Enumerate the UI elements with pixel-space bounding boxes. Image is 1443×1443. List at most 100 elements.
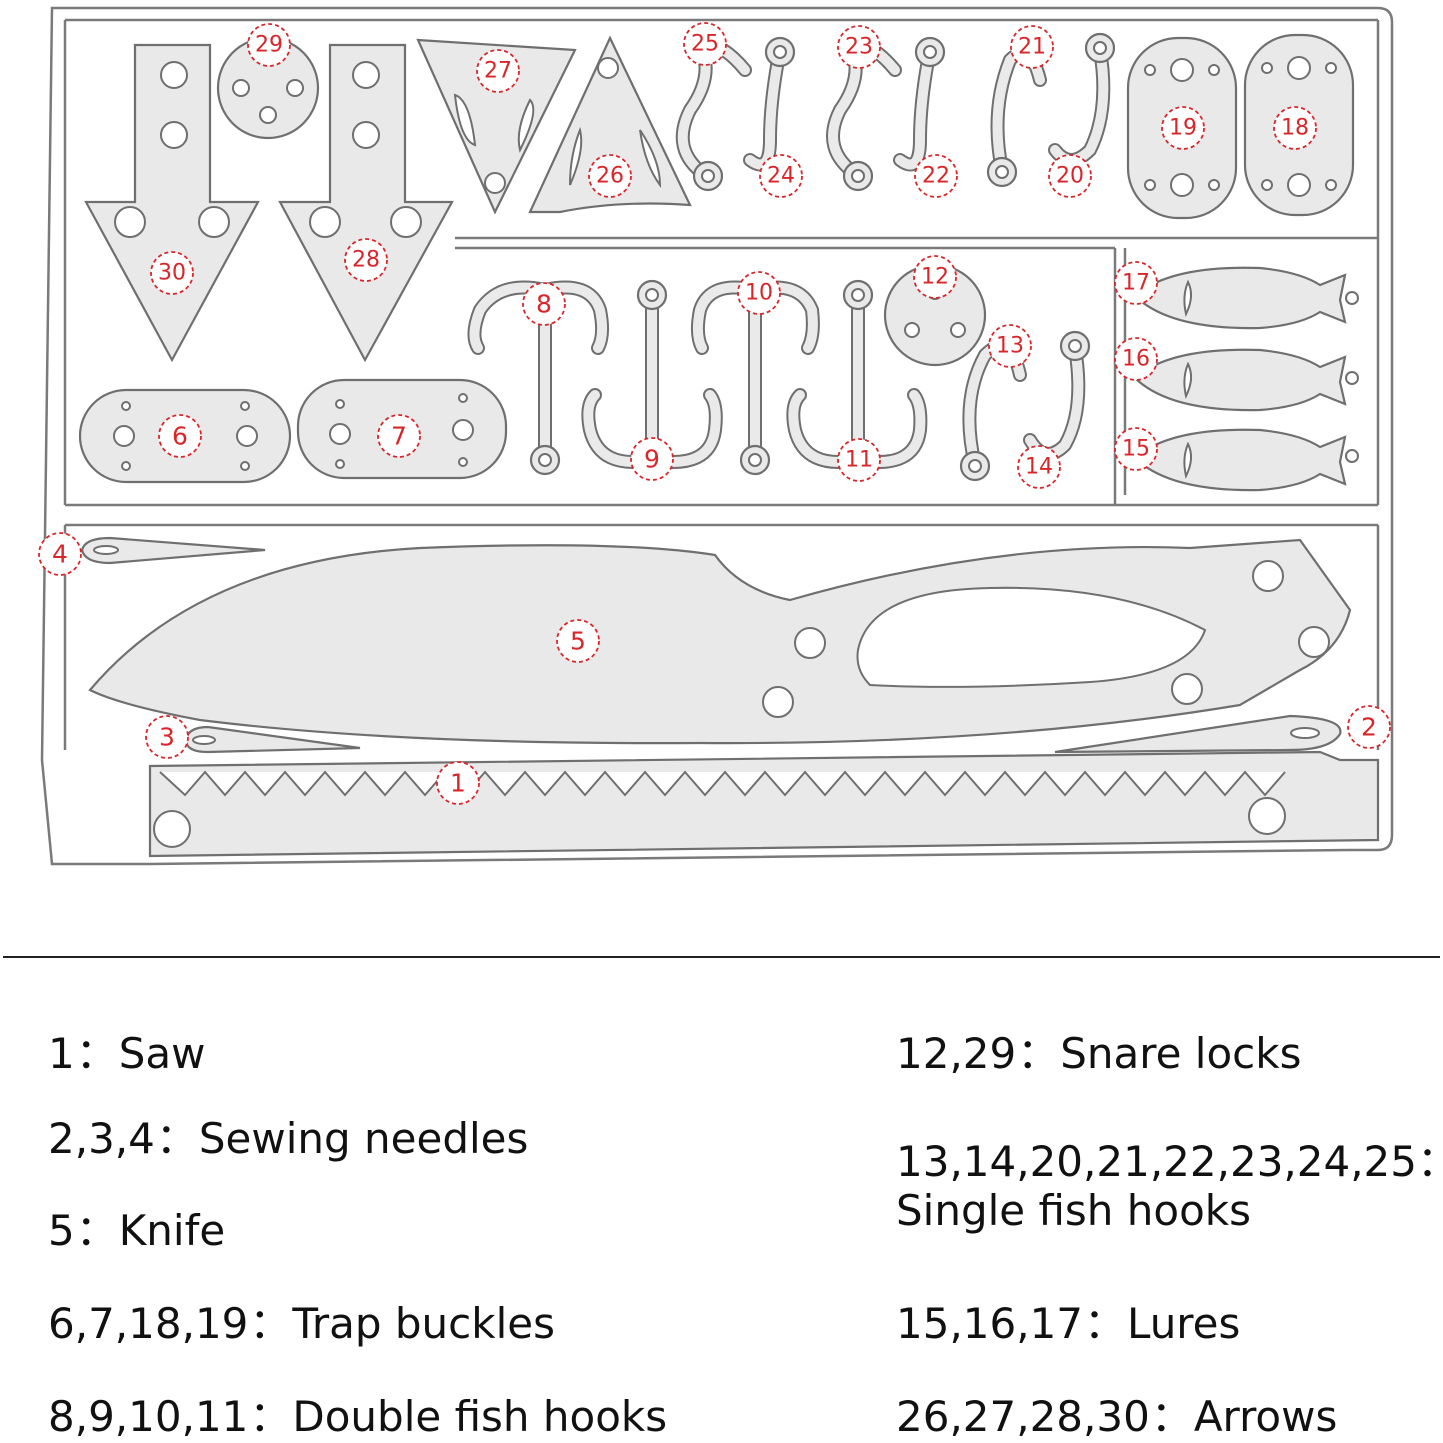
callout-number: 11 xyxy=(845,448,873,473)
callout-29: 29 xyxy=(247,23,291,67)
callout-circle xyxy=(988,324,1032,368)
callout-circle xyxy=(145,715,189,759)
legend-label: Trap buckles xyxy=(292,1299,555,1348)
callout-17: 17 xyxy=(1114,261,1158,305)
legend-label: Snare locks xyxy=(1060,1029,1302,1078)
double-hook-8-9 xyxy=(467,279,723,476)
legend-separator: ： xyxy=(75,1206,118,1255)
callout-circle xyxy=(556,619,600,663)
callout-number: 27 xyxy=(484,59,512,84)
legend-label: Lures xyxy=(1127,1299,1241,1348)
callout-circle xyxy=(737,271,781,315)
arrow-30 xyxy=(84,43,260,363)
callout-circle xyxy=(913,255,957,299)
legend-item-trap-buckles: 6,7,18,19：Trap buckles xyxy=(48,1299,555,1349)
legend-numbers: 26,27,28,30 xyxy=(896,1392,1150,1441)
callout-number: 12 xyxy=(921,265,949,290)
callout-4: 4 xyxy=(38,532,82,576)
callout-2: 2 xyxy=(1347,705,1391,749)
callout-circle xyxy=(522,282,566,326)
callout-23: 23 xyxy=(837,25,881,69)
callout-number: 8 xyxy=(536,290,552,319)
callout-circle xyxy=(1114,261,1158,305)
callout-3: 3 xyxy=(145,715,189,759)
callout-circle xyxy=(150,251,194,295)
legend-separator: ： xyxy=(249,1392,292,1441)
callout-number: 4 xyxy=(52,540,68,569)
needle-4 xyxy=(80,536,266,565)
callout-number: 29 xyxy=(255,33,283,58)
legend-separator: ： xyxy=(249,1299,292,1348)
legend-numbers: 8,9,10,11 xyxy=(48,1392,249,1441)
legend-label: Double fish hooks xyxy=(292,1392,668,1441)
legend-separator: ： xyxy=(1417,1137,1443,1187)
callout-circle xyxy=(630,437,674,481)
callout-25: 25 xyxy=(683,22,727,66)
callout-19: 19 xyxy=(1161,106,1205,150)
needle-2 xyxy=(1054,714,1342,754)
callout-circle xyxy=(377,414,421,458)
callout-circle xyxy=(476,49,520,93)
callout-circle xyxy=(1273,106,1317,150)
callout-number: 26 xyxy=(596,164,624,189)
callout-circle xyxy=(1161,106,1205,150)
callout-number: 22 xyxy=(922,164,950,189)
single-hook-23-22 xyxy=(826,36,946,192)
callout-27: 27 xyxy=(476,49,520,93)
callout-14: 14 xyxy=(1017,445,1061,489)
arrowhead-27 xyxy=(416,38,577,215)
callout-26: 26 xyxy=(588,154,632,198)
callout-number: 28 xyxy=(352,248,380,273)
legend-item-sewing-needles: 2,3,4：Sewing needles xyxy=(48,1114,528,1164)
callout-circle xyxy=(683,22,727,66)
callout-24: 24 xyxy=(759,154,803,198)
callout-circle xyxy=(158,414,202,458)
callout-number: 15 xyxy=(1122,437,1150,462)
callout-number: 9 xyxy=(644,445,660,474)
callout-number: 13 xyxy=(996,334,1024,359)
callout-circle xyxy=(38,532,82,576)
callout-circle xyxy=(1048,154,1092,198)
legend-item-knife: 5：Knife xyxy=(48,1206,225,1256)
callout-number: 21 xyxy=(1018,35,1046,60)
callout-11: 11 xyxy=(837,438,881,482)
legend-label: Arrows xyxy=(1193,1392,1338,1441)
callout-18: 18 xyxy=(1273,106,1317,150)
multitool-card-diagram: 1234567891011121314151617181920212223242… xyxy=(38,6,1394,866)
callout-8: 8 xyxy=(522,282,566,326)
legend-item-double-fish-hooks: 8,9,10,11：Double fish hooks xyxy=(48,1392,668,1442)
callout-number: 6 xyxy=(172,422,188,451)
legend-item-snare-locks: 12,29：Snare locks xyxy=(896,1029,1302,1079)
legend-item-single-fish-hooks: 13,14,20,21,22,23,24,25： Single fish hook… xyxy=(896,1137,1443,1235)
callout-number: 23 xyxy=(845,35,873,60)
callout-9: 9 xyxy=(630,437,674,481)
callout-1: 1 xyxy=(436,761,480,805)
saw-blade xyxy=(148,750,1380,858)
knife xyxy=(88,538,1352,745)
callout-7: 7 xyxy=(377,414,421,458)
legend-label: Single fish hooks xyxy=(896,1185,1251,1235)
callout-circle xyxy=(1017,445,1061,489)
callout-30: 30 xyxy=(150,251,194,295)
callout-number: 3 xyxy=(159,723,175,752)
callout-circle xyxy=(837,438,881,482)
callout-number: 25 xyxy=(691,32,719,57)
needle-3 xyxy=(184,725,361,754)
legend-item-lures: 15,16,17：Lures xyxy=(896,1299,1241,1349)
callout-20: 20 xyxy=(1048,154,1092,198)
callout-13: 13 xyxy=(988,324,1032,368)
callout-circle xyxy=(1114,427,1158,471)
callout-circle xyxy=(436,761,480,805)
callout-21: 21 xyxy=(1010,25,1054,69)
single-hook-25-24 xyxy=(675,36,796,192)
callout-number: 17 xyxy=(1122,271,1150,296)
legend-separator: ： xyxy=(75,1029,118,1078)
callout-circle xyxy=(837,25,881,69)
legend-separator: ： xyxy=(1150,1392,1193,1441)
callout-circle xyxy=(588,154,632,198)
callout-12: 12 xyxy=(913,255,957,299)
legend-label: Saw xyxy=(118,1029,206,1078)
legend-numbers: 13,14,20,21,22,23,24,25 xyxy=(896,1137,1418,1186)
legend-separator: ： xyxy=(1084,1299,1127,1348)
